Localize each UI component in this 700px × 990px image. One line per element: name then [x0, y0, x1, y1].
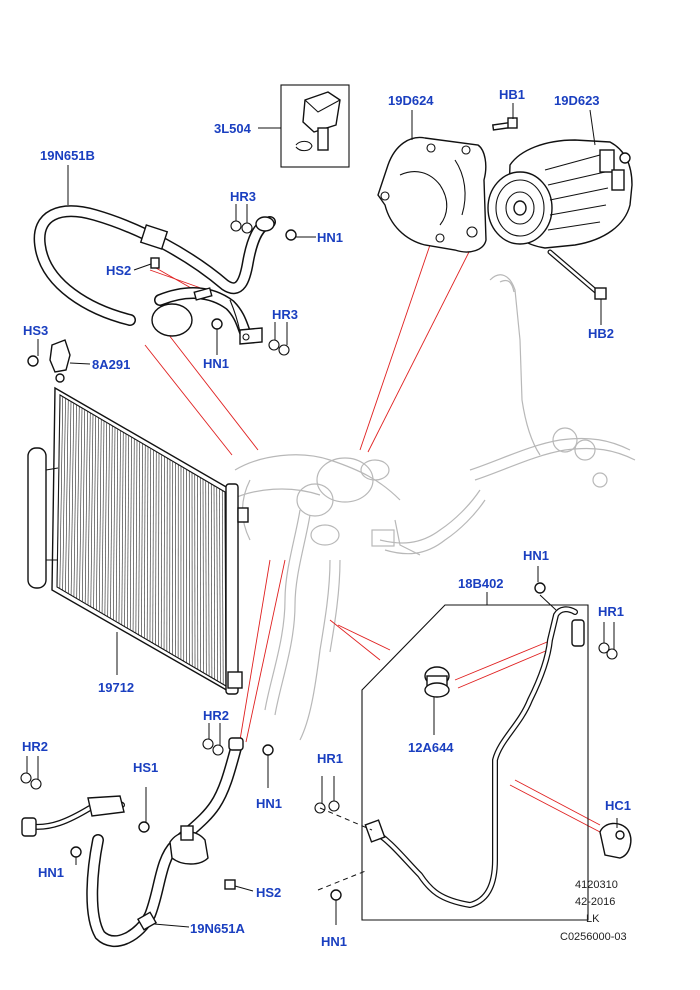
condenser-fin: [67, 401, 72, 594]
condenser-fin: [113, 427, 116, 621]
condenser-fin: [65, 399, 69, 592]
condenser-fin: [129, 437, 132, 630]
reference-number: 4120310: [575, 879, 618, 891]
part-HB2-bolt: [547, 249, 607, 325]
condenser-fin: [127, 435, 130, 629]
callout-HN1-upper: HN1: [317, 230, 343, 245]
condenser-fin: [208, 482, 210, 677]
part-8A291-bracket: [27, 339, 91, 383]
condenser-fin: [82, 409, 86, 602]
callout-HS1: HS1: [133, 760, 158, 775]
reference-model: LK: [586, 913, 600, 925]
condenser-fin: [84, 411, 88, 604]
callout-19712: 19712: [98, 680, 134, 695]
condenser-fin: [205, 480, 207, 675]
part-19D624-bracket: [377, 110, 487, 253]
condenser-fin: [110, 425, 113, 619]
part-19712-condenser: [27, 386, 249, 695]
condenser-fin: [213, 485, 216, 680]
reference-block: 4120310 42-2016 LK C0256000-03: [560, 879, 627, 943]
callout-HR3-upper: HR3: [230, 189, 256, 204]
condenser-fin: [62, 398, 66, 591]
condenser-fin: [138, 441, 141, 635]
callout-HS2-lower: HS2: [256, 885, 281, 900]
condenser-fin: [160, 454, 163, 649]
callout-HR2-left: HR2: [22, 739, 48, 754]
condenser-fin: [155, 451, 157, 645]
part-HC1-clamp: [599, 818, 632, 859]
condenser-fin: [141, 443, 143, 637]
condenser-fins: [56, 394, 227, 687]
callout-HR1-right: HR1: [598, 604, 624, 619]
condenser-fin: [87, 412, 91, 606]
hr1-hn1-fixings-upper: [534, 566, 618, 660]
condenser-fin: [144, 445, 146, 639]
reference-date: 42-2016: [575, 896, 615, 908]
callout-HR1-lower: HR1: [317, 751, 343, 766]
part-19N651B-hose: [33, 165, 276, 345]
condenser-fin: [56, 394, 61, 588]
condenser-fin: [79, 407, 83, 601]
condenser-fin: [70, 403, 75, 596]
callout-19N651A: 19N651A: [190, 921, 246, 936]
callout-3L504: 3L504: [214, 121, 252, 136]
reference-illustration-id: C0256000-03: [560, 931, 627, 943]
callout-HR3-lower: HR3: [272, 307, 298, 322]
condenser-fin: [90, 414, 94, 607]
condenser-fin: [98, 419, 102, 612]
condenser-fin: [96, 417, 99, 611]
callout-HS2-upper: HS2: [106, 263, 131, 278]
part-12A644-switch: [424, 666, 450, 735]
condenser-fin: [132, 438, 135, 632]
callout-HC1: HC1: [605, 798, 631, 813]
condenser-fin: [219, 488, 221, 683]
callout-HB2: HB2: [588, 326, 614, 341]
callout-HN1-mid: HN1: [203, 356, 229, 371]
ghost-assembly: [229, 274, 636, 741]
condenser-fin: [158, 453, 160, 647]
callout-19N651B: 19N651B: [40, 148, 95, 163]
part-18B402-group: [314, 592, 589, 925]
callout-HS3: HS3: [23, 323, 48, 338]
callout-19D624: 19D624: [388, 93, 434, 108]
part-3L504-inset: [258, 84, 350, 168]
condenser-fin: [76, 406, 80, 599]
part-19D623-compressor: [487, 109, 633, 249]
condenser-fin: [149, 448, 152, 642]
condenser-fin: [121, 432, 124, 625]
callout-HB1: HB1: [499, 87, 525, 102]
callout-HN1-right: HN1: [523, 548, 549, 563]
callout-labels: 3L504 19D624 HB1 19D623 19N651B HR3 HN1 …: [22, 87, 631, 949]
condenser-fin: [104, 422, 108, 616]
upper-hose-fixings: [133, 204, 316, 356]
part-HB1-bolt: [491, 103, 518, 131]
condenser-fin: [118, 430, 121, 624]
condenser-fin: [152, 449, 154, 644]
condenser-fin: [135, 440, 138, 634]
callout-HN1-bottom: HN1: [321, 934, 347, 949]
callout-12A644: 12A644: [408, 740, 454, 755]
callout-HN1-mid-lower: HN1: [256, 796, 282, 811]
condenser-fin: [59, 396, 64, 589]
callout-18B402: 18B402: [458, 576, 504, 591]
condenser-fin: [107, 424, 110, 617]
callout-HR2-mid: HR2: [203, 708, 229, 723]
condenser-fin: [115, 428, 119, 622]
condenser-fin: [146, 446, 149, 640]
condenser-fin: [221, 490, 224, 685]
callout-HN1-left: HN1: [38, 865, 64, 880]
condenser-fin: [101, 420, 105, 614]
callout-19D623: 19D623: [554, 93, 600, 108]
condenser-fin: [210, 483, 213, 678]
condenser-fin: [93, 416, 97, 609]
condenser-fin: [216, 487, 218, 682]
callout-8A291: 8A291: [92, 357, 130, 372]
part-19N651A-hose: [20, 723, 274, 947]
condenser-fin: [73, 404, 77, 597]
condenser-fin: [124, 433, 127, 627]
